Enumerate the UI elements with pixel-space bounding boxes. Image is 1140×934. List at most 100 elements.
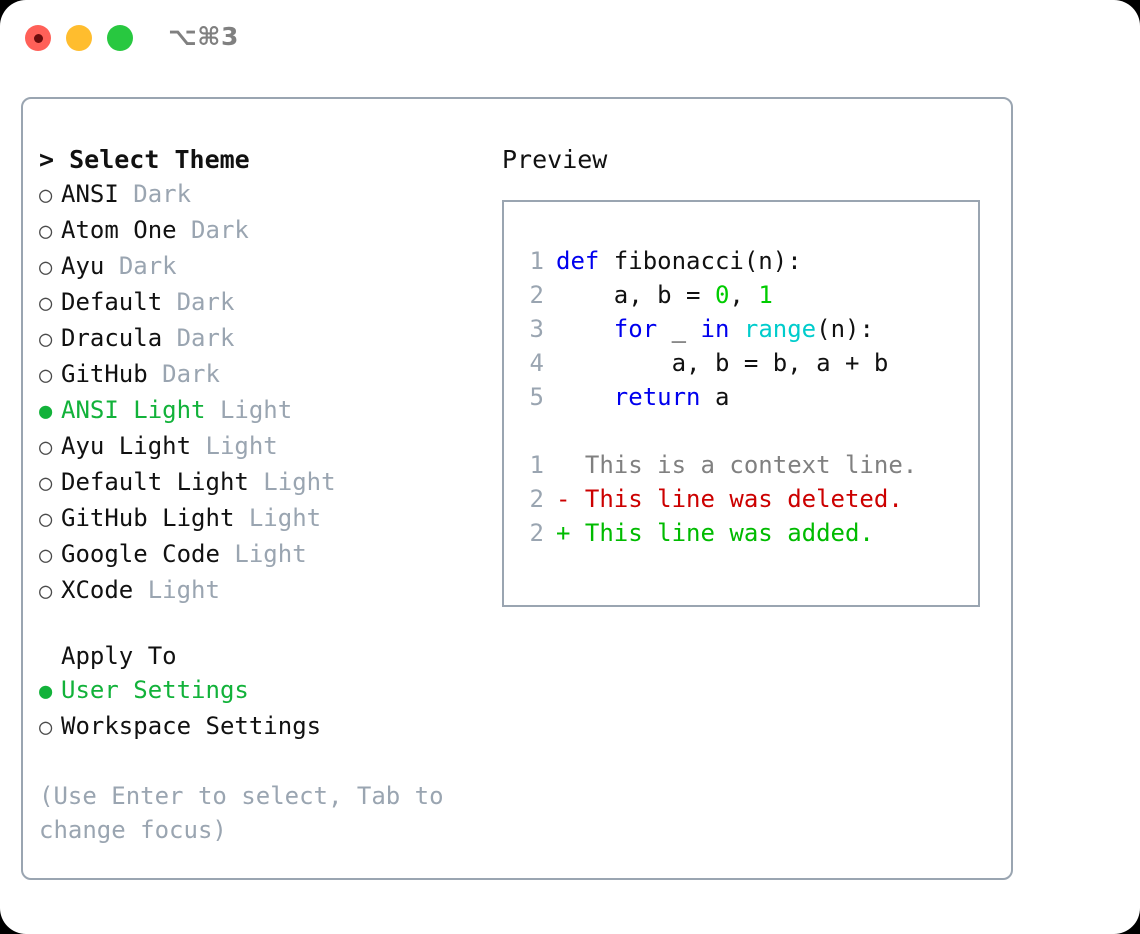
apply-to-option-user-settings[interactable]: ●User Settings: [39, 673, 499, 709]
radio-unselected-icon: ○: [39, 363, 53, 388]
line-number: 1: [529, 451, 544, 479]
code-line: 4 a, b = b, a + b: [518, 346, 972, 380]
radio-unselected-icon: ○: [39, 507, 53, 532]
theme-option-label: XCode: [61, 576, 134, 604]
theme-label-spacer: [119, 177, 133, 211]
theme-option-label: GitHub: [61, 360, 148, 388]
diff-line-text: + This line was added.: [556, 519, 874, 547]
theme-option-label: ANSI Light: [61, 396, 206, 424]
diff-line-add: 2+ This line was added.: [518, 516, 972, 550]
theme-option-xcode[interactable]: ○ XCode Light: [39, 573, 499, 609]
keyboard-hint-text: (Use Enter to select, Tab to change focu…: [39, 782, 444, 844]
theme-option-label: Ayu Light: [61, 432, 192, 460]
theme-variant-badge: Dark: [191, 216, 249, 244]
theme-option-atom-one[interactable]: ○ Atom One Dark: [39, 213, 499, 249]
code-token-txt: fibonacci(n):: [599, 247, 802, 275]
code-token-txt: _: [657, 315, 701, 343]
theme-variant-badge: Dark: [118, 252, 177, 280]
radio-selected-icon: ●: [39, 399, 53, 424]
code-line: 3 for _ in range(n):: [518, 312, 972, 346]
code-token-txt: ,: [729, 281, 759, 309]
line-number: 3: [529, 315, 544, 343]
apply-to-header: Apply To: [61, 642, 177, 670]
theme-option-ansi-light[interactable]: ● ANSI Light Light: [39, 393, 499, 429]
code-token-txt: [556, 383, 614, 411]
diff-line-text: This is a context line.: [556, 451, 918, 479]
keyboard-shortcut-label: ⌥⌘3: [168, 22, 239, 51]
theme-variant-badge: Light: [234, 540, 307, 568]
line-number: 4: [529, 349, 544, 377]
apply-to-option-workspace-settings[interactable]: ○Workspace Settings: [39, 709, 499, 745]
radio-unselected-icon: ○: [39, 715, 53, 740]
code-token-fn: range: [743, 315, 817, 343]
theme-option-dracula[interactable]: ○Dracula Dark: [39, 321, 499, 357]
code-token-txt: a: [700, 383, 730, 411]
minimize-button-icon[interactable]: [66, 25, 92, 51]
code-token-num: 1: [758, 281, 773, 309]
close-button-icon[interactable]: [25, 25, 51, 51]
theme-option-label: ANSI: [61, 180, 119, 208]
code-line-text: for _ in range(n):: [556, 312, 874, 346]
theme-option-ayu-light[interactable]: ○Ayu Light Light: [39, 429, 499, 465]
code-line: 2 a, b = 0, 1: [518, 278, 972, 312]
diff-line-text: - This line was deleted.: [556, 485, 903, 513]
apply-to-option-list[interactable]: ●User Settings○Workspace Settings: [39, 673, 499, 745]
radio-unselected-icon: ○: [39, 255, 53, 280]
theme-label-spacer: [249, 465, 263, 499]
radio-unselected-icon: ○: [39, 183, 53, 208]
code-line-text: a, b = b, a + b: [556, 346, 889, 380]
line-number: 2: [529, 485, 544, 513]
code-token-txt: a, b =: [556, 281, 715, 309]
theme-variant-badge: Dark: [133, 180, 192, 208]
theme-option-default[interactable]: ○Default Dark: [39, 285, 499, 321]
code-line: 1 def fibonacci(n):: [518, 244, 972, 278]
select-theme-header: > Select Theme: [39, 145, 250, 174]
theme-option-github-light[interactable]: ○ GitHub Light Light: [39, 501, 499, 537]
theme-label-spacer: [206, 393, 220, 427]
code-token-kw: in: [700, 315, 730, 343]
theme-label-spacer: [104, 249, 118, 283]
line-number: 5: [529, 383, 544, 411]
theme-label-spacer: [148, 357, 162, 391]
theme-label-spacer: [177, 213, 191, 247]
theme-variant-badge: Light: [205, 432, 278, 460]
theme-variant-badge: Dark: [176, 324, 235, 352]
theme-option-label: Default: [61, 288, 163, 316]
maximize-button-icon[interactable]: [107, 25, 133, 51]
content-panel: > Select Theme ○ANSI Dark○Atom One Dark○…: [21, 97, 1013, 880]
theme-option-label: Ayu: [61, 252, 105, 280]
radio-unselected-icon: ○: [39, 579, 53, 604]
theme-option-list[interactable]: ○ANSI Dark○Atom One Dark○Ayu Dark○Defaul…: [39, 177, 499, 609]
code-line: 5 return a: [518, 380, 972, 414]
theme-variant-badge: Light: [147, 576, 220, 604]
theme-option-label: GitHub Light: [61, 504, 235, 532]
code-token-txt: [729, 315, 743, 343]
theme-option-default-light[interactable]: ○Default Light Light: [39, 465, 499, 501]
radio-unselected-icon: ○: [39, 471, 53, 496]
radio-selected-icon: ●: [39, 679, 53, 704]
radio-unselected-icon: ○: [39, 543, 53, 568]
radio-unselected-icon: ○: [39, 219, 53, 244]
radio-unselected-icon: ○: [39, 291, 53, 316]
code-diff-separator: [518, 414, 972, 448]
theme-option-ayu[interactable]: ○ Ayu Dark: [39, 249, 499, 285]
title-bar: ⌥⌘3: [0, 0, 1140, 78]
theme-option-ansi[interactable]: ○ ANSI Dark: [39, 177, 499, 213]
code-line-text: def fibonacci(n):: [556, 244, 802, 278]
theme-label-spacer: [220, 537, 234, 571]
theme-label-spacer: [234, 501, 248, 535]
code-token-num: 0: [714, 281, 730, 309]
line-number: 1: [529, 247, 544, 275]
theme-option-label: Atom One: [61, 216, 177, 244]
theme-option-github[interactable]: ○GitHub Dark: [39, 357, 499, 393]
theme-variant-badge: Light: [263, 468, 336, 496]
theme-option-google-code[interactable]: ○Google Code Light: [39, 537, 499, 573]
theme-variant-badge: Light: [248, 504, 322, 532]
code-token-txt: [556, 315, 614, 343]
theme-variant-badge: Light: [219, 396, 293, 424]
diff-line-context: 1 This is a context line.: [518, 448, 972, 482]
